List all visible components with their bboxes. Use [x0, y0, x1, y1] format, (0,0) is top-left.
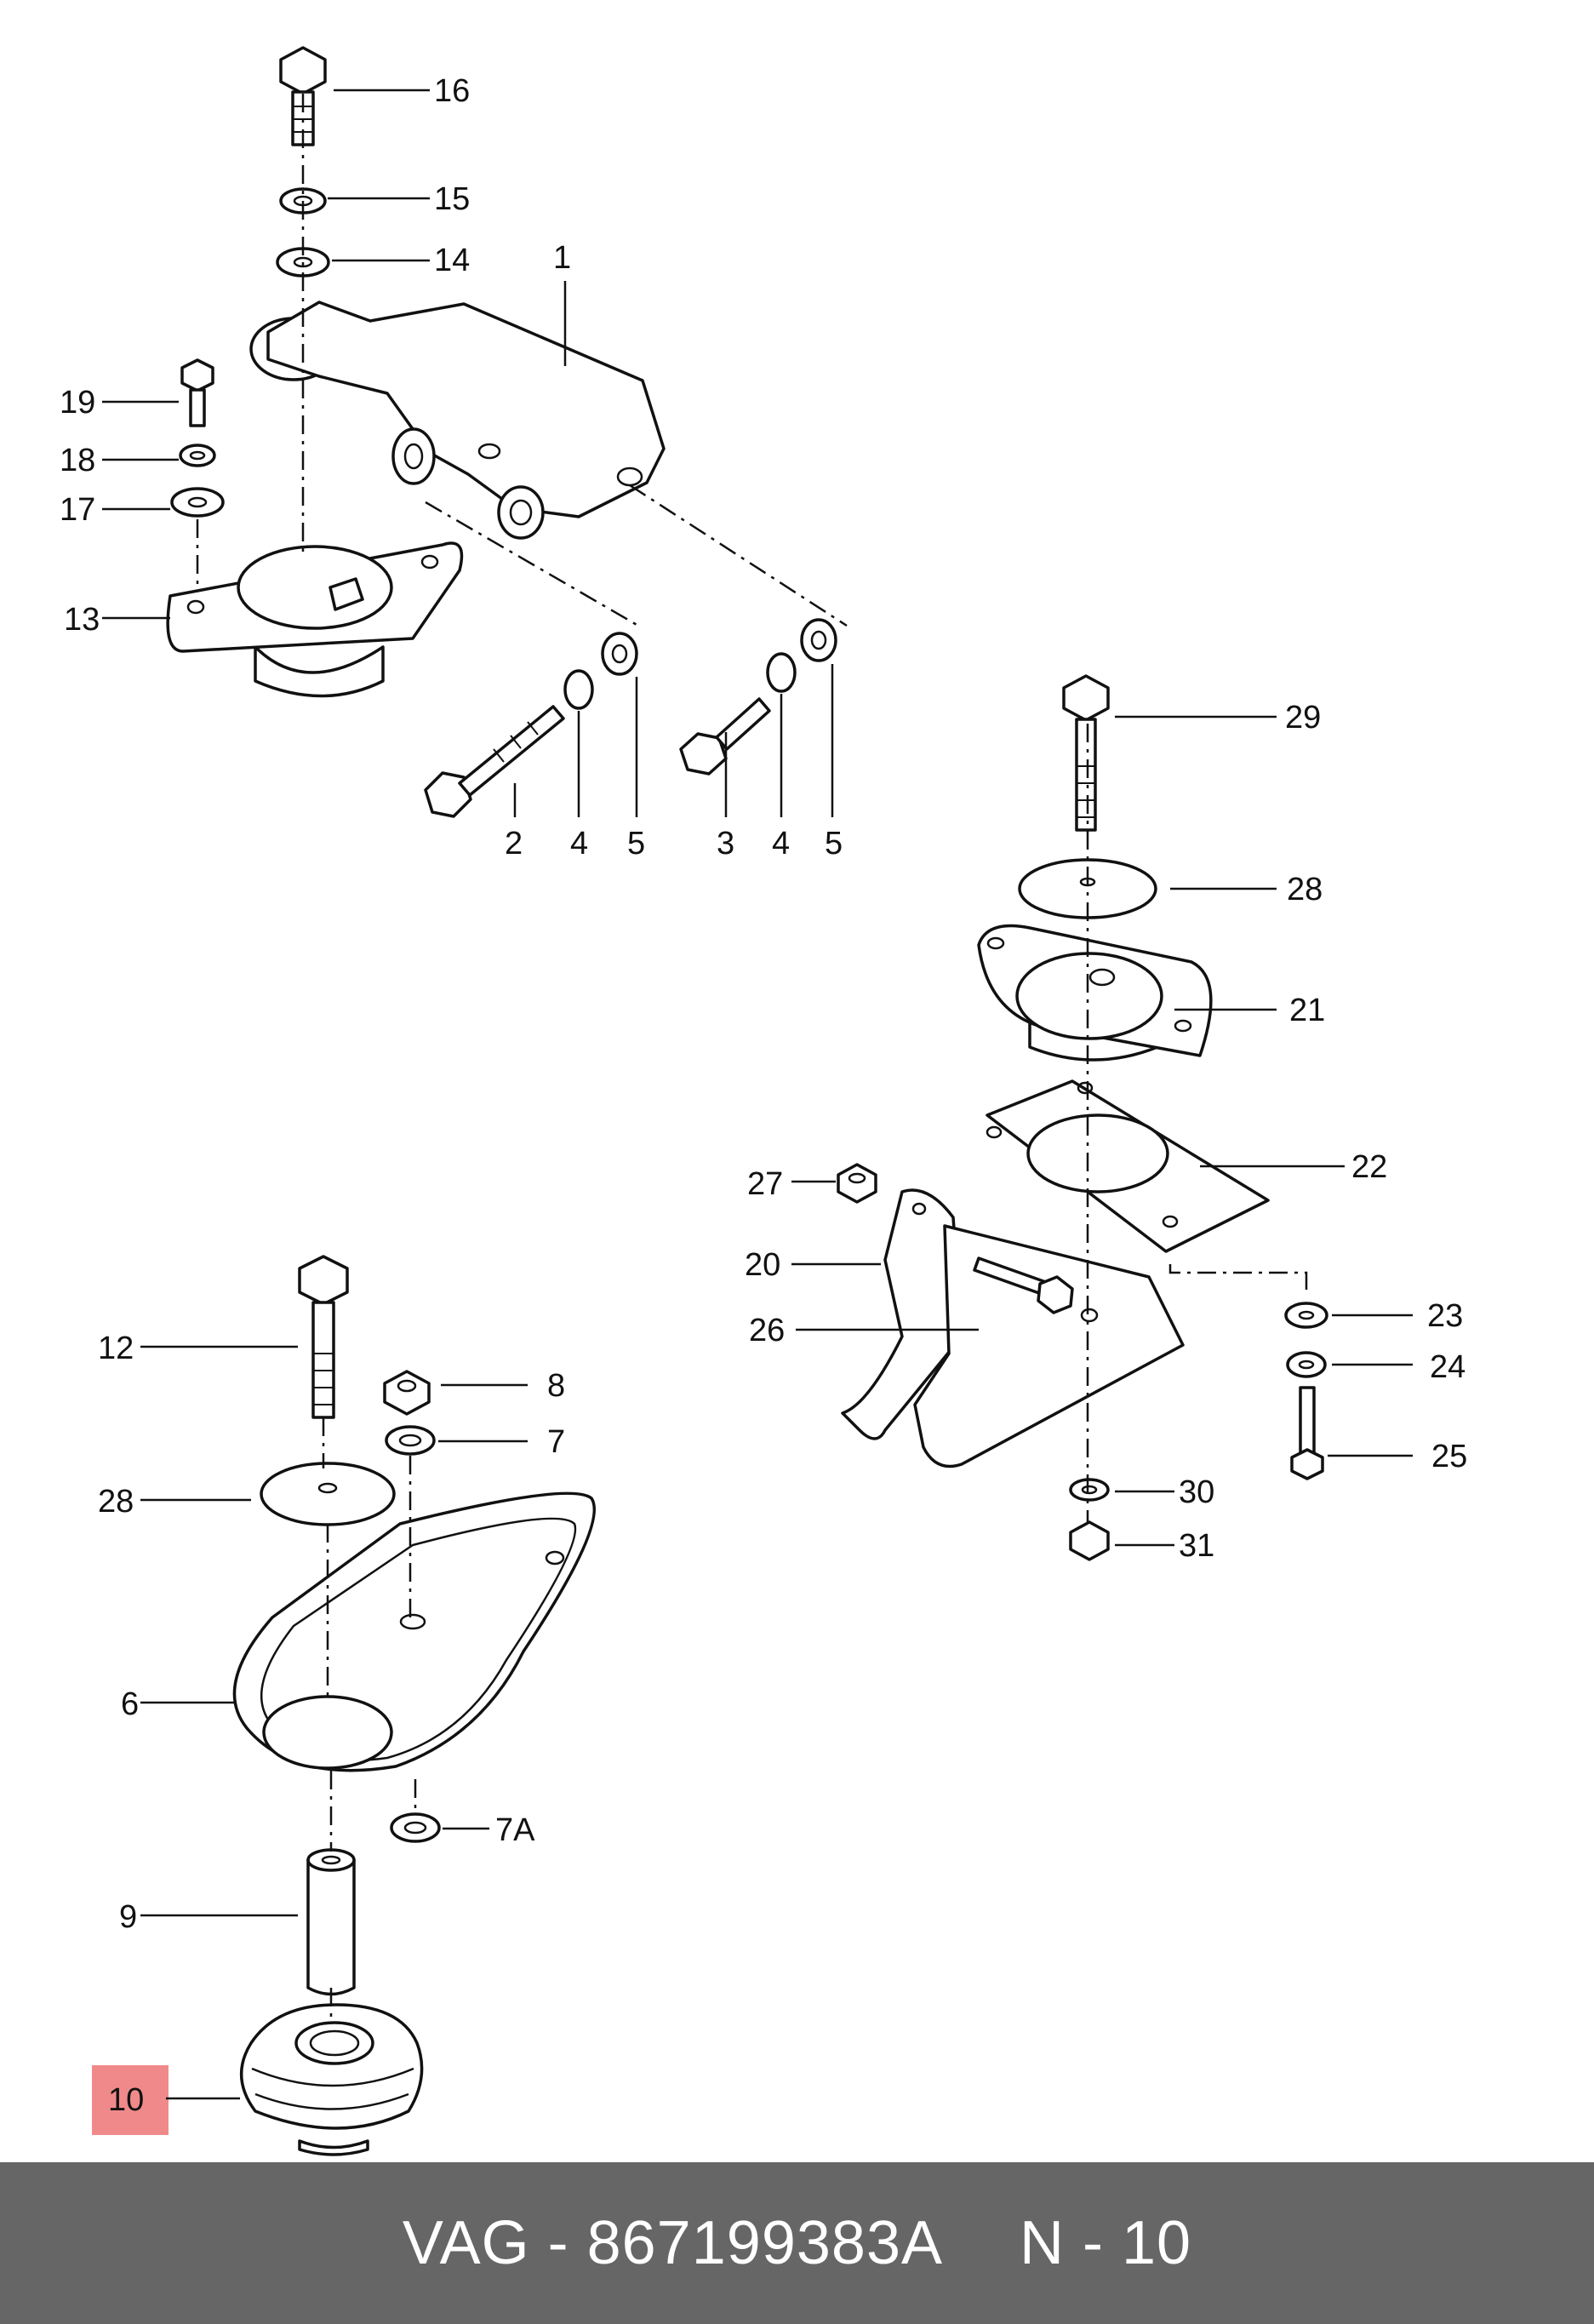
washer-5-right: [800, 618, 837, 662]
callout-30: 30: [1179, 1474, 1214, 1510]
nut-31: [1069, 1520, 1110, 1561]
diagram-position: N - 10: [1020, 2209, 1192, 2277]
nut-8: [383, 1370, 431, 1416]
callout-12: 12: [98, 1331, 134, 1366]
bolt-25: [1290, 1386, 1324, 1480]
callout-15: 15: [434, 181, 470, 217]
callout-6: 6: [121, 1686, 139, 1722]
highlighted-part-marker: [92, 2065, 169, 2135]
callout-31: 31: [1179, 1528, 1214, 1564]
spring-washer-18: [179, 444, 216, 467]
callout-3: 3: [717, 826, 734, 861]
washer-7: [385, 1425, 436, 1456]
callout-27: 27: [747, 1166, 783, 1202]
rubber-mount-10: [240, 2003, 424, 2156]
washer-5-left: [601, 632, 638, 676]
callout-13: 13: [64, 602, 100, 638]
engine-mount-21: [977, 924, 1213, 1062]
bolt-3: [679, 697, 771, 776]
bolt-29: [1062, 674, 1110, 832]
exploded-parts-diagram: 16 15 14 1 19 18 17 13 2 4 5 3 4 5 29 28…: [60, 46, 1467, 2156]
callout-19: 19: [60, 385, 95, 421]
washer-28-left: [260, 1462, 396, 1526]
right-assembly: [791, 674, 1413, 1561]
callout-labels: 16 15 14 1 19 18 17 13 2 4 5 3 4 5 29 28…: [60, 73, 1467, 2118]
bolt-12: [298, 1255, 349, 1419]
spring-washer-4-left: [563, 669, 594, 710]
callout-7: 7: [547, 1424, 565, 1460]
callout-8: 8: [547, 1368, 565, 1404]
callout-26: 26: [749, 1313, 785, 1348]
callout-21: 21: [1289, 993, 1325, 1028]
top-left-assembly: [102, 46, 848, 818]
callout-25: 25: [1431, 1439, 1467, 1474]
callout-24: 24: [1430, 1349, 1465, 1385]
callout-28-right: 28: [1287, 872, 1323, 907]
part-number: VAG - 867199383A: [402, 2209, 944, 2277]
washer-17: [170, 487, 225, 518]
plate-22: [986, 1079, 1270, 1253]
callout-22: 22: [1351, 1149, 1387, 1185]
spring-washer-4-right: [766, 652, 797, 693]
washer-7a: [390, 1812, 441, 1843]
washer-23: [1284, 1302, 1328, 1329]
part-reference-footer: VAG - 867199383A N - 10: [0, 2162, 1594, 2324]
callout-14: 14: [434, 243, 470, 278]
bolt-2: [424, 705, 565, 818]
callout-5-right: 5: [825, 826, 843, 861]
callout-18: 18: [60, 443, 95, 478]
bolt-19: [180, 358, 214, 427]
callout-5-left: 5: [627, 826, 645, 861]
callout-9: 9: [119, 1899, 137, 1935]
engine-bracket-1: [249, 301, 666, 540]
spring-washer-24: [1286, 1351, 1327, 1378]
callout-29: 29: [1285, 700, 1321, 736]
callout-4-right: 4: [772, 826, 790, 861]
callout-16: 16: [434, 73, 470, 109]
callout-10: 10: [108, 2082, 144, 2118]
bolt-26: [973, 1256, 1074, 1314]
washer-30: [1069, 1478, 1110, 1502]
callout-7a: 7A: [495, 1812, 535, 1848]
engine-mount-13: [166, 541, 464, 698]
bracket-20: [841, 1188, 1185, 1468]
callout-1: 1: [553, 240, 571, 276]
nut-27: [837, 1163, 877, 1204]
sleeve-9: [306, 1848, 356, 1996]
bracket-6: [232, 1491, 596, 1772]
callout-23: 23: [1427, 1298, 1463, 1334]
callout-2: 2: [505, 826, 523, 861]
callout-20: 20: [745, 1247, 780, 1283]
callout-4-left: 4: [570, 826, 588, 861]
callout-28-left: 28: [98, 1484, 134, 1520]
bottom-left-assembly: [140, 1255, 596, 2156]
callout-17: 17: [60, 492, 95, 528]
